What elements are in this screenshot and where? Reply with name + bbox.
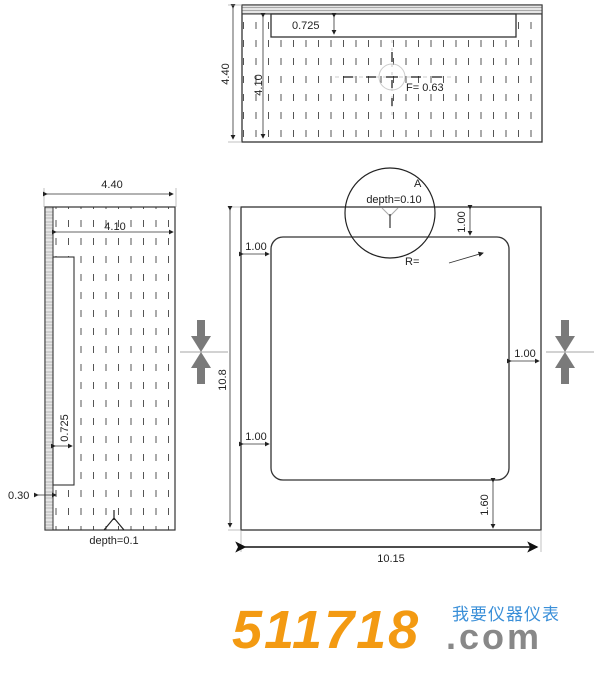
logo-domain: .com — [446, 616, 543, 657]
side-view: 4.40 4.10 0.725 0.30 depth=0.1 — [8, 179, 177, 547]
side-view-inner-label: 4.10 — [104, 221, 125, 233]
focus-label: F= 0.63 — [406, 82, 444, 94]
right-margin-label: 1.00 — [514, 348, 535, 360]
offset-label: 0.30 — [8, 490, 29, 502]
height-label: 10.8 — [217, 369, 229, 390]
radius-label: R= — [405, 256, 419, 268]
left-clamp-icon — [180, 320, 228, 384]
side-view-depth-label: depth=0.1 — [89, 535, 138, 547]
top-margin-label: 1.00 — [456, 211, 468, 232]
right-clamp-icon — [546, 320, 594, 384]
top-view-width-label: 4.40 — [220, 63, 232, 84]
top-view-inner-label: 4.10 — [253, 74, 265, 95]
top-view-slot-label: 0.725 — [292, 20, 320, 32]
logo-number: 511718 — [232, 600, 421, 660]
detail-marker-a: A — [414, 178, 422, 190]
logo-chinese: 我要仪器仪表 — [452, 605, 560, 625]
left-margin-top-label: 1.00 — [245, 241, 266, 253]
side-view-width-label: 4.40 — [101, 179, 122, 191]
left-margin-bottom-label: 1.00 — [245, 431, 266, 443]
side-view-slot-label: 0.725 — [59, 414, 71, 442]
detail-circle — [344, 167, 436, 259]
front-view: A depth=0.10 R= 1.00 1.00 1.00 1.00 1.60… — [217, 167, 542, 565]
width-label: 10.15 — [377, 553, 405, 565]
watermark-logo: 511718 我要仪器仪表 .com — [232, 600, 592, 660]
top-view: 4.40 4.10 0.725 F= 0.63 — [220, 4, 543, 143]
bottom-margin-label: 1.60 — [479, 494, 491, 515]
front-depth-label: depth=0.10 — [366, 194, 421, 206]
